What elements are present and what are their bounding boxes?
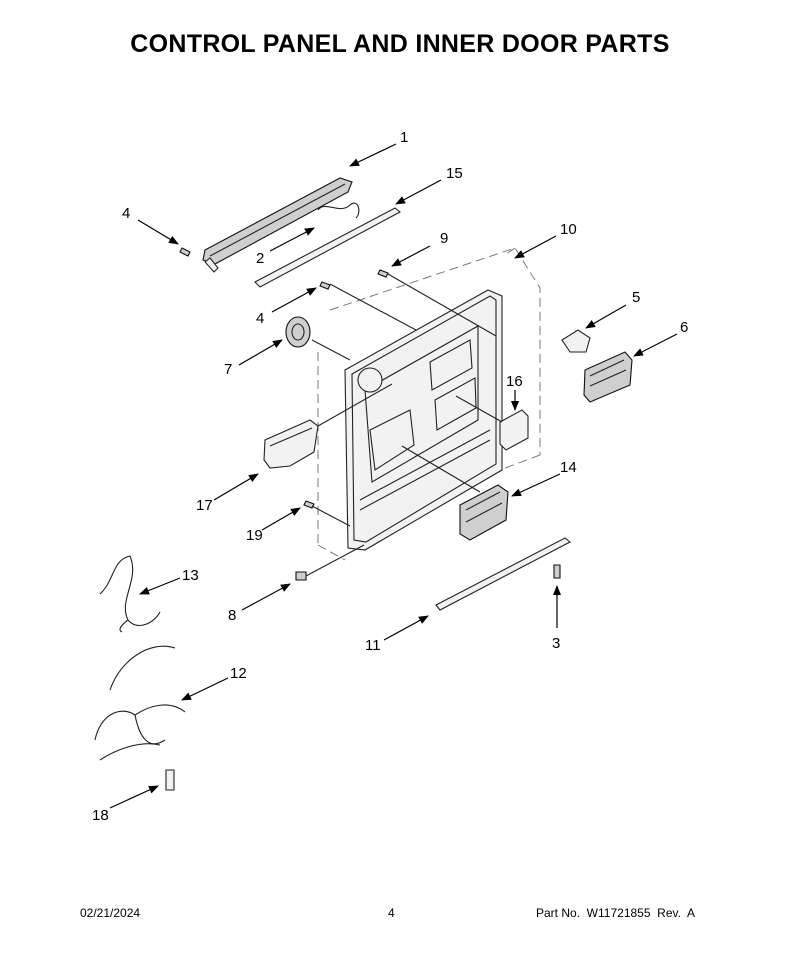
bottom-strip-part xyxy=(435,537,572,611)
trim-strip-part xyxy=(254,207,401,288)
inner-door-panel xyxy=(344,289,503,551)
callout-5: 5 xyxy=(632,289,640,306)
leader-arrows xyxy=(109,143,678,809)
door-outline-dashed xyxy=(317,247,541,561)
wire-harness-13 xyxy=(99,555,161,633)
footer-date: 02/21/2024 xyxy=(80,906,141,920)
callout-4-middle: 4 xyxy=(256,310,264,327)
page-title: CONTROL PANEL AND INNER DOOR PARTS xyxy=(130,30,670,58)
callout-9: 9 xyxy=(440,230,448,247)
callout-16: 16 xyxy=(506,373,523,390)
callout-7: 7 xyxy=(224,361,232,378)
callout-15: 15 xyxy=(446,165,463,182)
dispenser-part xyxy=(459,484,509,541)
callout-18: 18 xyxy=(92,807,109,824)
footer-part-number: Part No. W11721855 Rev. A xyxy=(536,906,695,920)
footer-page-number: 4 xyxy=(388,906,395,920)
callout-8: 8 xyxy=(228,607,236,624)
callout-11: 11 xyxy=(365,637,381,654)
callout-19: 19 xyxy=(246,527,263,544)
bracket-part xyxy=(499,409,529,451)
callout-labels: 1 15 4 2 9 10 4 5 6 7 16 17 14 19 13 8 1… xyxy=(92,129,688,824)
callout-2: 2 xyxy=(256,250,264,267)
vent-duct-part xyxy=(263,419,319,469)
connector-part xyxy=(165,769,175,791)
wire-lead-part xyxy=(317,202,360,219)
callout-12: 12 xyxy=(230,665,247,682)
callout-13: 13 xyxy=(182,567,199,584)
callout-17: 17 xyxy=(196,497,213,514)
control-module-part xyxy=(583,351,633,403)
callout-1: 1 xyxy=(400,129,408,146)
latch-part xyxy=(561,329,591,353)
callout-14: 14 xyxy=(560,459,577,476)
callout-4-top: 4 xyxy=(122,205,130,222)
hinge-screw-part xyxy=(295,571,307,581)
callout-6: 6 xyxy=(680,319,688,336)
wire-harness-12 xyxy=(94,645,186,761)
screw-parts xyxy=(179,247,561,579)
callout-10: 10 xyxy=(560,221,577,238)
control-panel-part xyxy=(202,177,353,273)
callout-3: 3 xyxy=(552,635,560,652)
vent-cap-part xyxy=(285,316,311,348)
